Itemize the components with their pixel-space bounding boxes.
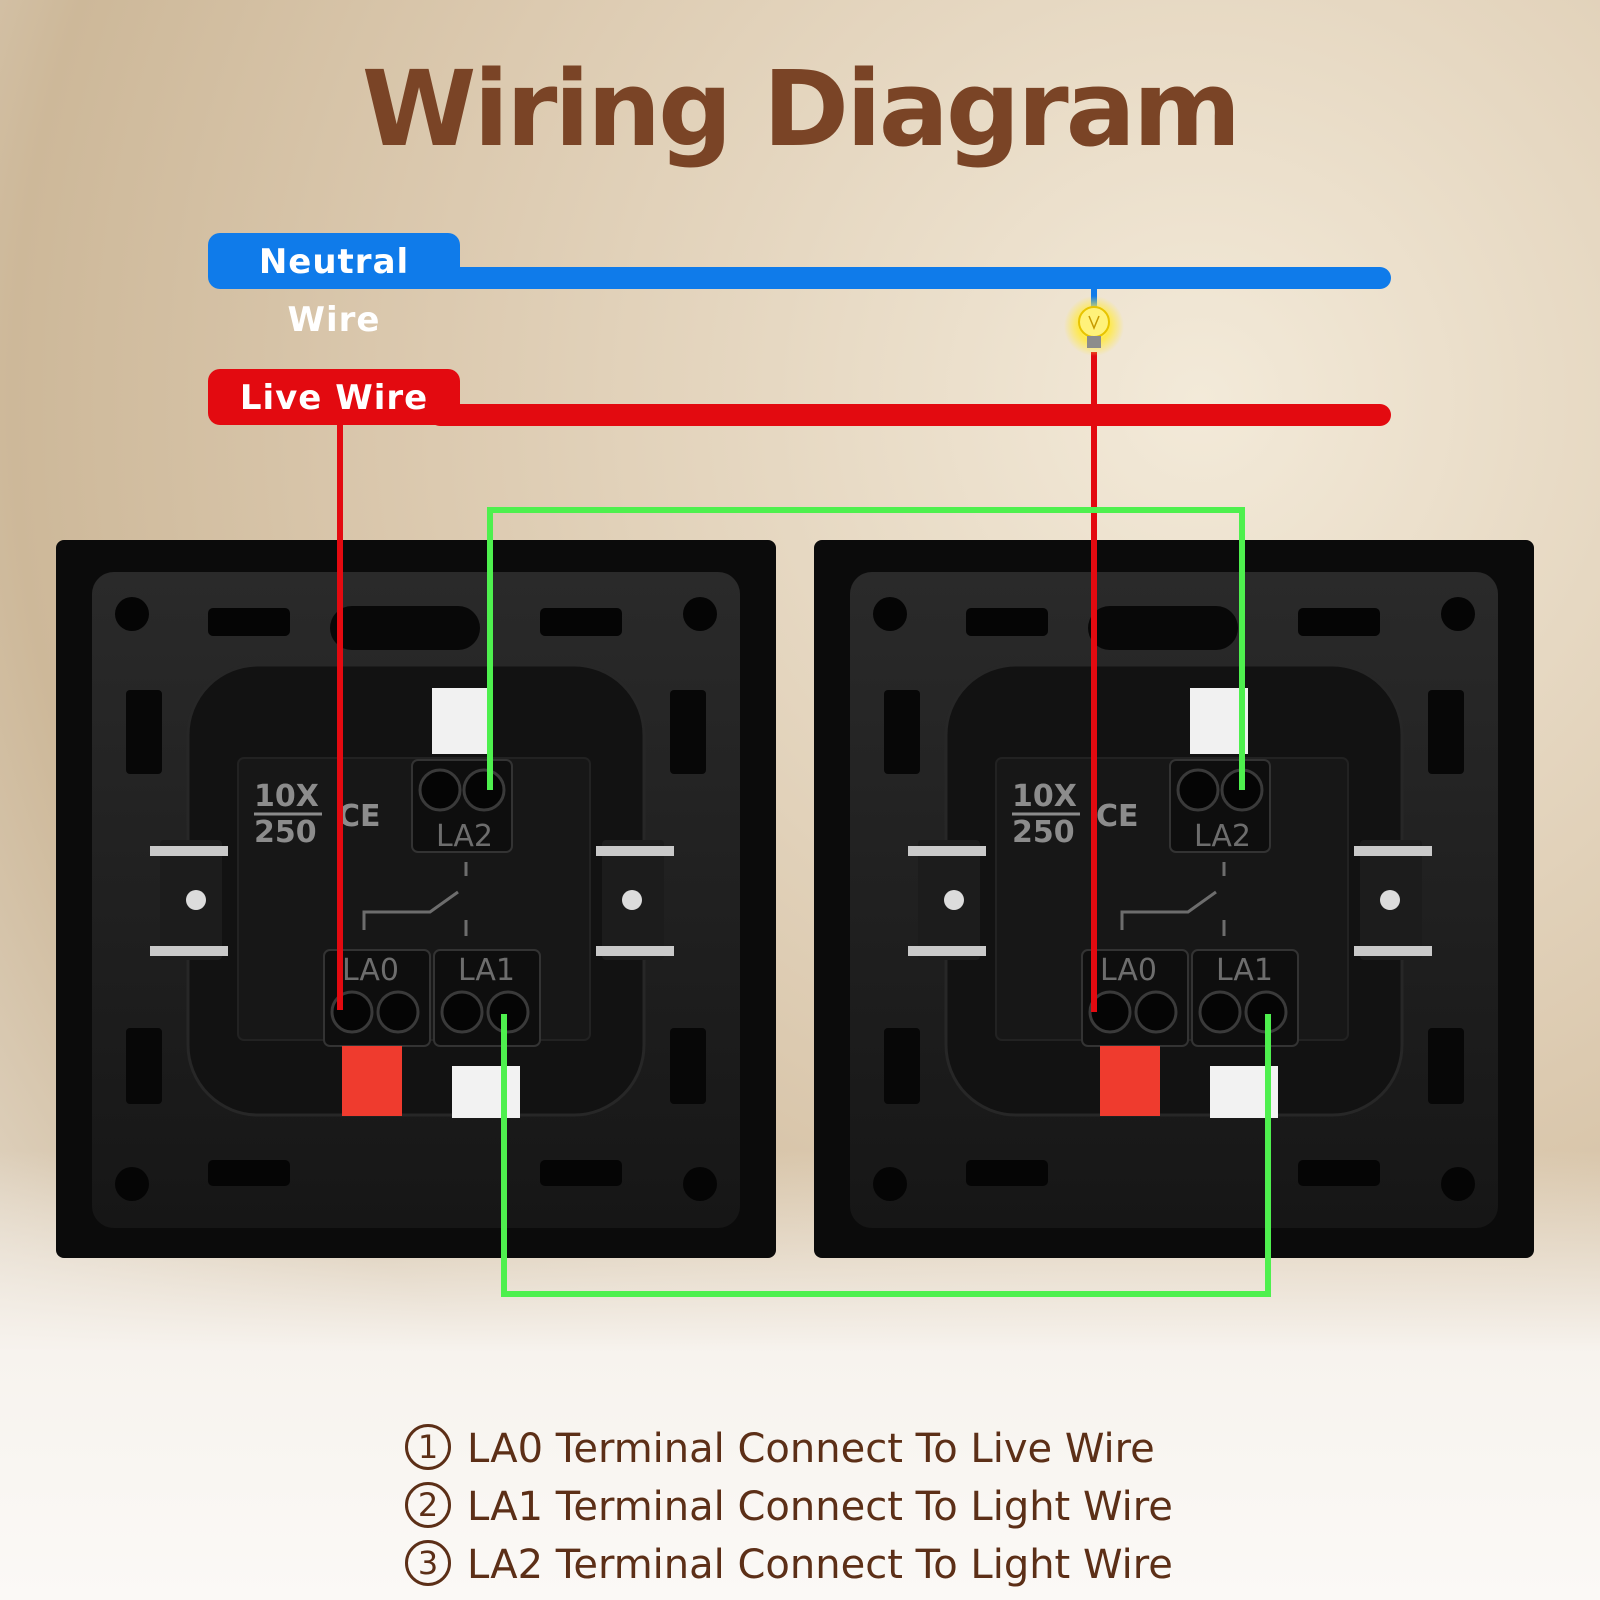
step-text: LA1 Terminal Connect To Light Wire — [467, 1484, 1173, 1530]
page-title: Wiring Diagram — [361, 48, 1241, 170]
rating-current: 10X — [254, 779, 319, 814]
left-la0-red-tab — [342, 1046, 402, 1116]
left-switch: 10X 250 CE LA2 LA0 LA1 — [56, 540, 776, 1258]
right-la0-label: LA0 — [1100, 953, 1157, 988]
left-slot — [208, 1160, 290, 1186]
neutral-wire-label: Neutral Wire — [208, 233, 460, 340]
left-mount-hole — [115, 597, 149, 631]
left-clamp-bar — [596, 946, 674, 956]
instruction-item: 1 LA0 Terminal Connect To Live Wire — [405, 1420, 1305, 1478]
left-slot — [540, 608, 622, 636]
light-bulb-icon — [1064, 296, 1124, 356]
left-side-slot — [670, 690, 706, 774]
left-la2-label: LA2 — [436, 819, 493, 854]
live-wire-label: Live Wire — [208, 369, 460, 425]
step-number: 3 — [405, 1540, 451, 1586]
left-clamp-screw — [186, 890, 206, 910]
left-switch-symbol — [362, 862, 468, 936]
left-keyhole — [330, 606, 480, 650]
instruction-item: 3 LA2 Terminal Connect To Light Wire — [405, 1536, 1305, 1594]
left-clamp-bar — [596, 846, 674, 856]
traveler-wire-la1 — [501, 1014, 1271, 1297]
right-la1-label: LA1 — [1216, 953, 1273, 988]
traveler-wire-la2 — [487, 507, 1245, 790]
left-la2-release-tab — [432, 688, 490, 754]
rating-voltage: 250 — [254, 815, 317, 850]
instruction-item: 2 LA1 Terminal Connect To Light Wire — [405, 1478, 1305, 1536]
left-side-slot — [126, 690, 162, 774]
left-la0-label: LA0 — [342, 953, 399, 988]
left-la1-release-tab — [452, 1066, 520, 1118]
ce-mark: CE — [338, 799, 381, 834]
right-switch: 10X 250 CE LA2 LA0 LA1 — [814, 540, 1534, 1258]
left-slot — [540, 1160, 622, 1186]
left-mount-hole — [683, 1167, 717, 1201]
ce-mark: CE — [1096, 799, 1139, 834]
left-clamp-bar — [150, 846, 228, 856]
left-side-slot — [126, 1028, 162, 1104]
left-slot — [208, 608, 290, 636]
right-la2-label: LA2 — [1194, 819, 1251, 854]
step-number: 1 — [405, 1424, 451, 1470]
left-clamp-bar — [150, 946, 228, 956]
step-number: 2 — [405, 1482, 451, 1528]
rating-voltage: 250 — [1012, 815, 1075, 850]
instruction-list: 1 LA0 Terminal Connect To Live Wire 2 LA1 … — [405, 1420, 1305, 1594]
rating-current: 10X — [1012, 779, 1077, 814]
step-text: LA0 Terminal Connect To Live Wire — [467, 1426, 1155, 1472]
left-la1-label: LA1 — [458, 953, 515, 988]
left-mount-hole — [115, 1167, 149, 1201]
left-mount-hole — [683, 597, 717, 631]
left-clamp-screw — [622, 890, 642, 910]
left-side-slot — [670, 1028, 706, 1104]
step-text: LA2 Terminal Connect To Light Wire — [467, 1542, 1173, 1588]
